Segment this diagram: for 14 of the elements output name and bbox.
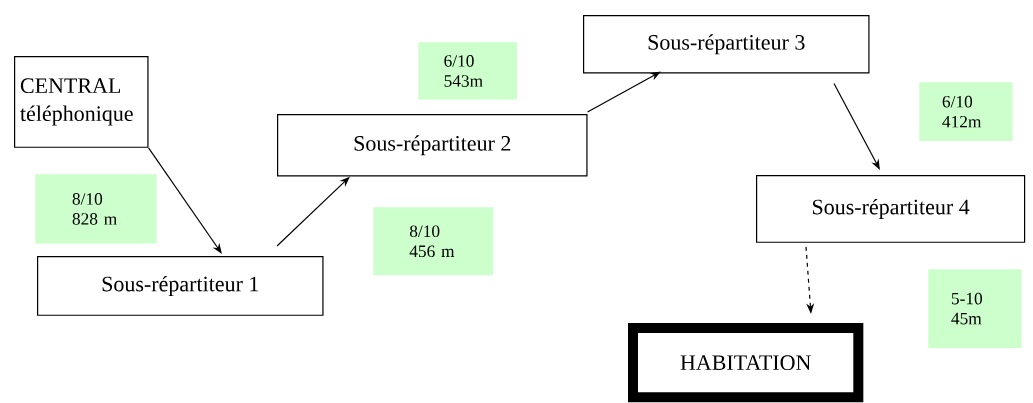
arrow — [147, 147, 222, 254]
distance-label: 6/10 412m — [919, 82, 1013, 141]
main-box: Sous-répartiteur 2 — [277, 114, 588, 177]
distance-label: 8/10 828 m — [35, 174, 157, 244]
dwelling-box: HABITATION — [628, 323, 864, 403]
main-box: CENTRAL téléphonique — [14, 56, 149, 148]
arrow — [586, 71, 661, 113]
main-box: Sous-répartiteur 1 — [37, 256, 324, 316]
distance-label: 5-10 45m — [928, 269, 1022, 348]
main-box: Sous-répartiteur 4 — [756, 175, 1026, 243]
distance-label: 8/10 456 m — [373, 207, 494, 276]
main-box: Sous-répartiteur 3 — [583, 15, 870, 74]
arrow — [833, 82, 880, 170]
distance-label: 6/10 543m — [418, 42, 517, 100]
